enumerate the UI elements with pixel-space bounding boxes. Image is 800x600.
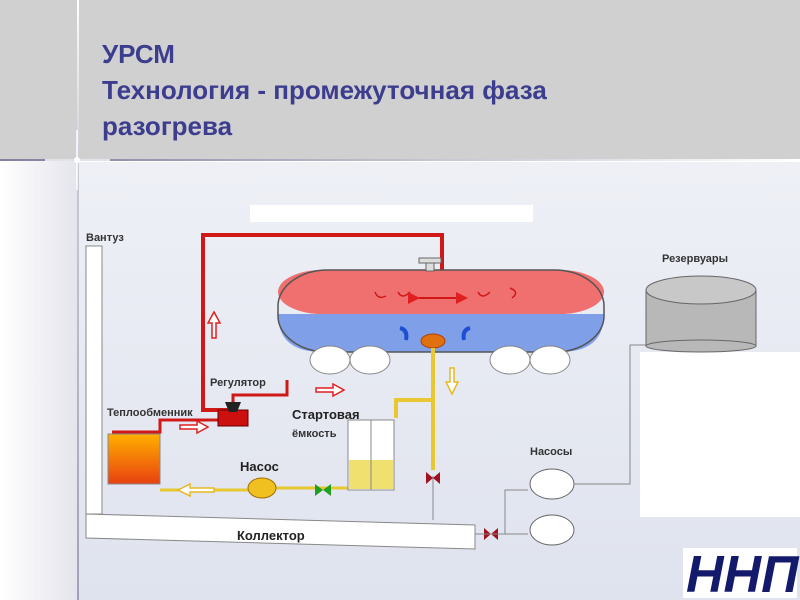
flow-arrow-right-2 xyxy=(179,419,210,435)
slide-title: УРСМ Технология - промежуточная фаза раз… xyxy=(102,36,547,144)
reservoirs-label: Резервуары xyxy=(662,253,728,265)
collector-label: Коллектор xyxy=(237,528,305,543)
reservoir xyxy=(645,275,757,353)
flow-arrow-down-1 xyxy=(444,367,460,396)
start-tank-label-1: Стартовая xyxy=(292,407,360,422)
title-line-2: Технология - промежуточная фаза xyxy=(102,75,547,105)
regulator-label: Регулятор xyxy=(210,377,266,389)
pump-body xyxy=(247,477,277,499)
green-valve-left xyxy=(315,484,323,496)
pumps-label: Насосы xyxy=(530,446,572,458)
header-divider xyxy=(0,159,800,161)
left-divider xyxy=(77,0,79,600)
ventuz-label: Вантуз xyxy=(86,232,124,244)
green-valve-right xyxy=(323,484,331,496)
heat-exchanger-label: Теплообменник xyxy=(107,407,193,419)
title-line-3: разогрева xyxy=(102,111,233,141)
regulator-head xyxy=(225,402,241,412)
title-bar: УРСМ Технология - промежуточная фаза раз… xyxy=(0,0,800,160)
start-tank xyxy=(347,419,395,491)
blank-label-bar xyxy=(250,205,533,222)
collector-pipe xyxy=(85,513,476,550)
pumps-to-reservoir-line xyxy=(574,344,655,485)
left-decor-panel xyxy=(0,160,78,600)
sparkle-decor xyxy=(45,130,110,190)
start-tank-label-2: ёмкость xyxy=(292,428,337,440)
pump-label: Насос xyxy=(240,459,279,474)
hx-feed-pipe xyxy=(112,418,218,434)
pump-1 xyxy=(529,468,575,500)
hot-loop-pipe xyxy=(201,233,444,412)
drain-valve-left xyxy=(426,472,433,484)
flow-arrow-right-1 xyxy=(315,382,346,398)
drain-valve-right xyxy=(433,472,440,484)
rail-tank-car xyxy=(277,257,605,375)
logo-text: ННП xyxy=(686,546,800,600)
regulator-pipe xyxy=(231,380,289,402)
heat-exchanger xyxy=(107,433,161,485)
ventuz-column xyxy=(85,245,103,515)
regulator-valve xyxy=(217,409,249,427)
right-white-panel xyxy=(640,352,800,517)
flow-arrow-up xyxy=(206,310,222,339)
pump-2 xyxy=(529,514,575,546)
flow-arrow-left xyxy=(176,482,215,498)
title-line-1: УРСМ xyxy=(102,39,175,69)
pumps-inlet-lines xyxy=(475,489,528,535)
company-logo: ННП xyxy=(683,546,800,600)
start-tank-feed xyxy=(394,398,433,418)
